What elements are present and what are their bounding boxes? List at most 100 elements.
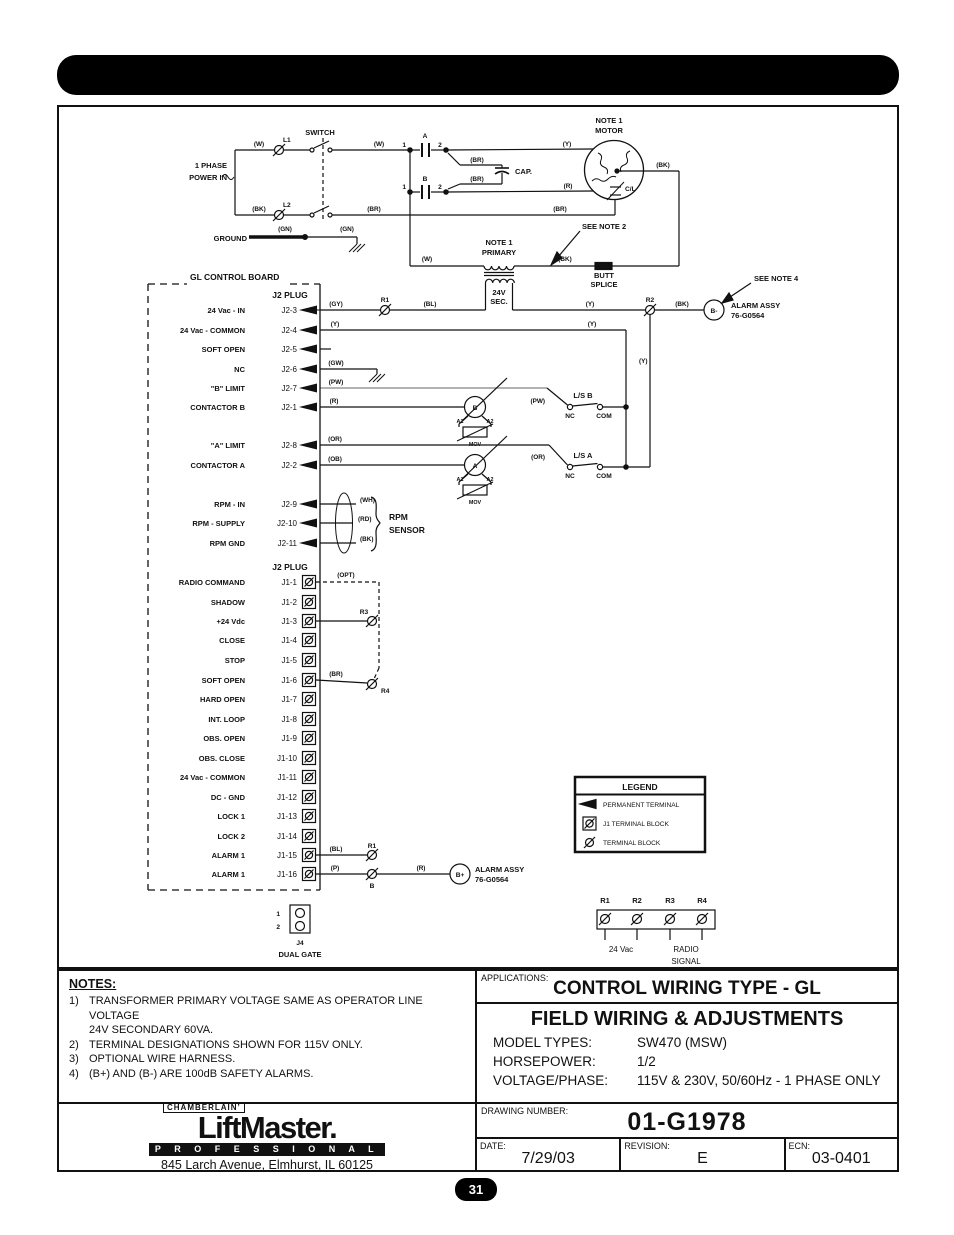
- wire-label: (P): [331, 865, 340, 872]
- nc-label: NC: [565, 473, 575, 480]
- row-label: ALARM 1: [212, 851, 245, 860]
- row-label: "B" LIMIT: [211, 384, 246, 393]
- row-label: HARD OPEN: [200, 695, 245, 704]
- wire-label: (Y): [588, 321, 597, 328]
- ecn-cell: ECN: 03-0401: [783, 1137, 899, 1172]
- see-note-2: SEE NOTE 2: [582, 222, 626, 231]
- ecn-label: ECN:: [788, 1141, 811, 1151]
- r1-label: R1: [368, 843, 377, 850]
- strip-r1: R1: [600, 896, 610, 905]
- row-term: J2-2: [281, 461, 297, 470]
- row-term: J2-11: [278, 539, 298, 548]
- wire-label: (W): [254, 141, 264, 148]
- l2-label: L2: [283, 202, 291, 209]
- row-term: J2-6: [281, 365, 297, 374]
- contact-pin: 2: [438, 184, 442, 191]
- date-label: DATE:: [480, 1141, 506, 1151]
- nc-label: NC: [565, 413, 575, 420]
- a1-label: A1: [457, 419, 464, 425]
- contactor-b-id: B: [473, 405, 478, 412]
- spec-row: VOLTAGE/PHASE: 115V & 230V, 50/60Hz - 1 …: [493, 1073, 897, 1088]
- wire-label: (PW): [530, 398, 545, 405]
- row-term: J1-6: [281, 676, 297, 685]
- row-label: CONTACTOR A: [191, 461, 246, 470]
- primary-label: PRIMARY: [482, 248, 516, 257]
- legend-title: LEGEND: [622, 782, 657, 792]
- wire-label: (BK): [656, 162, 670, 169]
- row-term: J1-5: [281, 656, 297, 665]
- contact-pin: 2: [438, 142, 442, 149]
- wire-label: (R): [564, 183, 573, 190]
- strip-r4: R4: [697, 896, 707, 905]
- secondary-label: 24V: [492, 288, 505, 297]
- wire-label: (GN): [340, 226, 354, 233]
- wire-label: (BR): [470, 176, 484, 183]
- note-text: 24V SECONDARY 60VA.: [89, 1024, 214, 1037]
- alarm-assy-label: ALARM ASSY: [475, 865, 524, 874]
- switch-label: SWITCH: [305, 128, 335, 137]
- row-label: RPM - IN: [214, 500, 245, 509]
- wire-label: (BK): [360, 536, 374, 543]
- row-label: SHADOW: [211, 598, 246, 607]
- b-plus-terminal: B+: [456, 872, 465, 879]
- legend-row: J1 TERMINAL BLOCK: [603, 821, 670, 828]
- motor-label: MOTOR: [595, 126, 623, 135]
- wire-label: (BK): [252, 206, 266, 213]
- r2-label: R2: [646, 297, 655, 304]
- note-item: 1) TRANSFORMER PRIMARY VOLTAGE SAME AS O…: [69, 994, 465, 1038]
- row-term: J1-12: [277, 793, 298, 802]
- liftmaster-logo: LiftMaster.: [197, 1110, 338, 1146]
- com-label: COM: [596, 473, 612, 480]
- r3-label: R3: [360, 609, 369, 616]
- row-term: J1-3: [281, 617, 297, 626]
- row-term: J2-4: [281, 326, 297, 335]
- page-header-bar: [57, 55, 899, 95]
- wire-label: (BL): [424, 301, 437, 308]
- row-term: J2-8: [281, 441, 297, 450]
- row-label: 24 Vac - IN: [207, 306, 245, 315]
- row-term: J2-7: [281, 384, 297, 393]
- butt-splice-label: SPLICE: [590, 280, 617, 289]
- wire-label: (BR): [470, 157, 484, 164]
- page-number-badge: 31: [455, 1178, 497, 1201]
- row-term: J1-11: [278, 773, 298, 782]
- row-term: J2-1: [281, 403, 297, 412]
- wire-label: (BK): [675, 301, 689, 308]
- board-title: GL CONTROL BOARD: [190, 272, 279, 282]
- a1-label: A1: [457, 477, 464, 483]
- j4-label: DUAL GATE: [278, 950, 321, 959]
- a2-label: A2: [487, 419, 494, 425]
- wire-label: (BL): [330, 846, 343, 853]
- wire-label: (Y): [563, 141, 572, 148]
- wiring-diagram: (W) L1 SWITCH (W) 1 A 2 (Y) NOTE 1 MOTOR…: [57, 105, 899, 969]
- note-item: 3) OPTIONAL WIRE HARNESS.: [69, 1052, 465, 1067]
- row-label: RPM - SUPPLY: [192, 519, 245, 528]
- row-term: J1-7: [281, 695, 297, 704]
- spec-value: 1/2: [637, 1054, 656, 1069]
- professional-banner: P R O F E S S I O N A L: [148, 1142, 386, 1157]
- r1-label: R1: [381, 297, 390, 304]
- r4-label: R4: [381, 688, 390, 695]
- spec-label: MODEL TYPES:: [493, 1035, 593, 1050]
- wire-label: (BR): [367, 206, 381, 213]
- revision-cell: REVISION: E: [619, 1137, 786, 1172]
- phase-label: POWER IN: [189, 173, 227, 182]
- contact-pin: 1: [402, 184, 406, 191]
- note-text: TERMINAL DESIGNATIONS SHOWN FOR 115V ONL…: [89, 1038, 363, 1051]
- row-label: INT. LOOP: [208, 715, 245, 724]
- wire-label: (GY): [329, 301, 343, 308]
- j1-plug-title: J2 PLUG: [272, 562, 308, 572]
- note-num: 3): [69, 1053, 79, 1066]
- wire-label: (RD): [358, 516, 372, 523]
- strip-24vac-label: 24 Vac: [609, 945, 633, 954]
- j4-pin: 1: [276, 911, 280, 918]
- contact-b-label: B: [423, 176, 428, 183]
- contactor-a-id: A: [473, 463, 478, 470]
- row-label: SOFT OPEN: [202, 676, 245, 685]
- j1-terminal-blocks: [301, 574, 317, 882]
- revision-label: REVISION:: [624, 1141, 670, 1151]
- date-value: 7/29/03: [521, 1150, 575, 1167]
- revision-row: DATE: 7/29/03 REVISION: E ECN: 03-0401: [475, 1137, 899, 1172]
- motor-note: NOTE 1: [595, 116, 622, 125]
- field-wiring-title: FIELD WIRING & ADJUSTMENTS: [530, 1008, 844, 1030]
